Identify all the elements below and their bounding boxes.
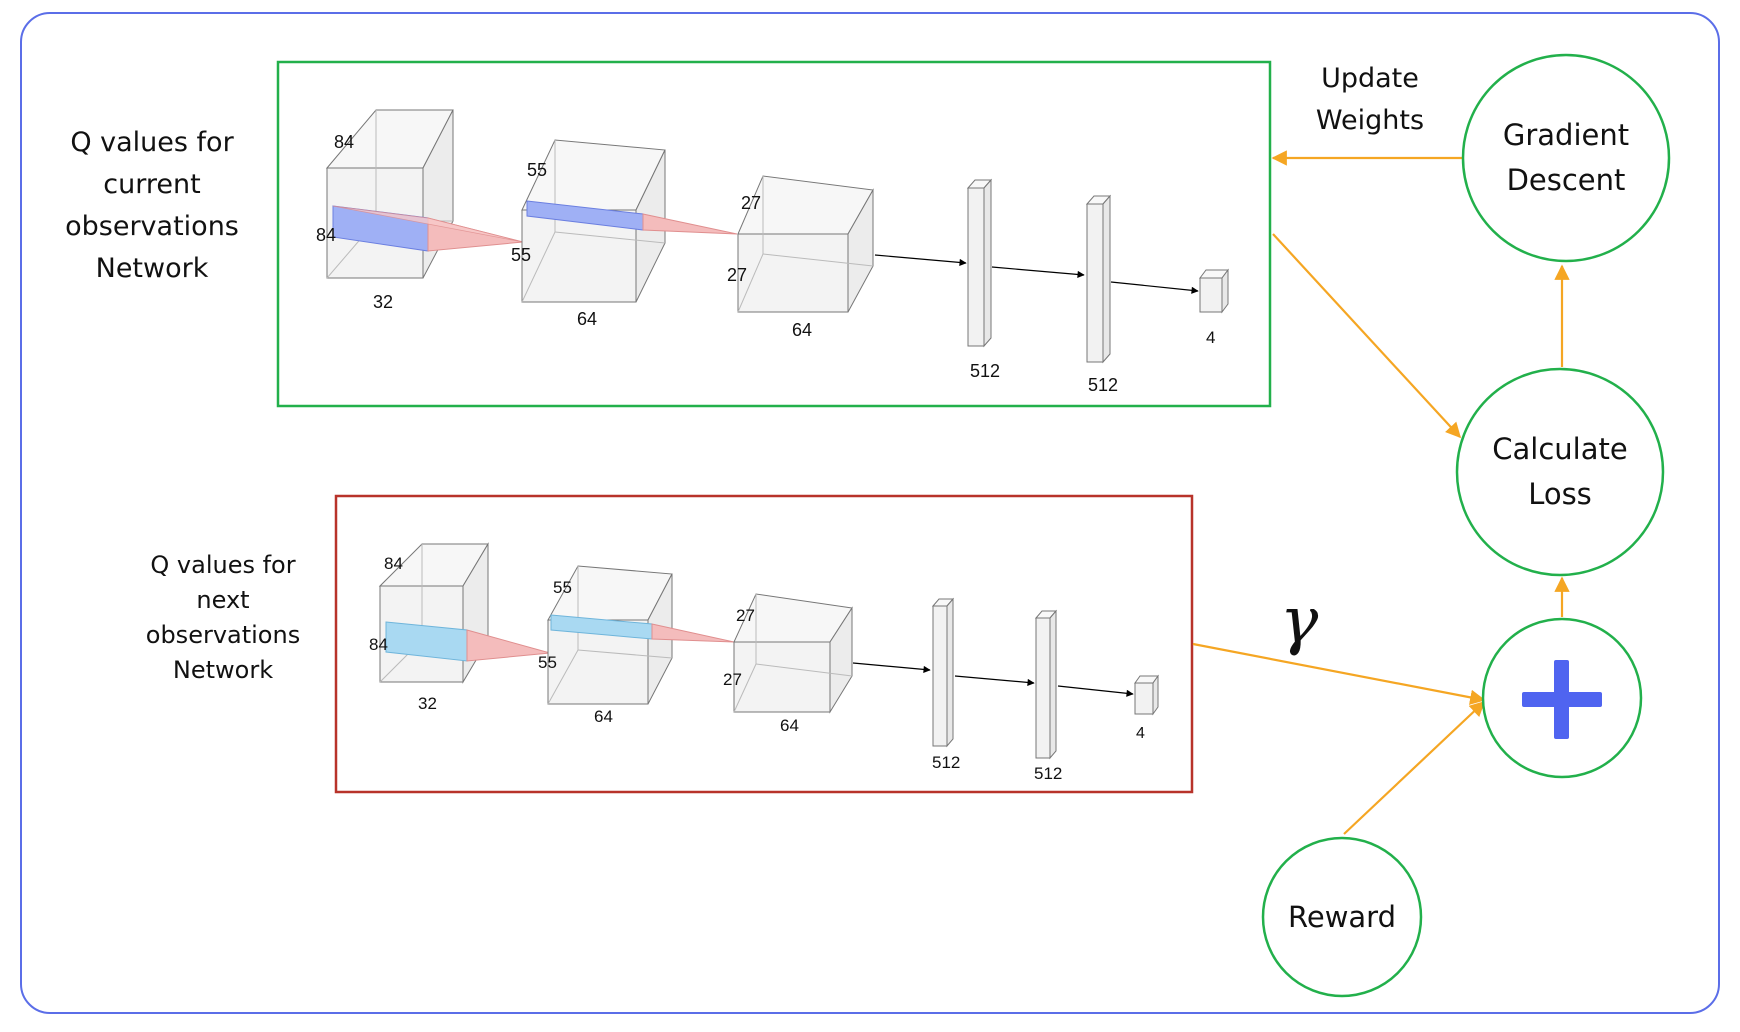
current-l3-height: 27 [741, 193, 761, 213]
gradient-descent-text: Gradient Descent [1466, 108, 1666, 208]
current-network-label: Q values for current observations Networ… [42, 122, 262, 290]
gradient-descent-line-2: Descent [1506, 163, 1626, 197]
current-flow-arrow-1 [874, 254, 967, 267]
current-l2-width: 55 [511, 245, 531, 265]
next-l2-width: 55 [538, 653, 557, 672]
current-flow-arrow-3 [1110, 281, 1199, 294]
current-l1-height: 84 [334, 132, 354, 152]
next-l1-depth: 32 [418, 694, 437, 713]
current-l2-height: 55 [527, 160, 547, 180]
current-network-box [276, 60, 1272, 408]
plus-icon [1522, 660, 1602, 739]
current-dense-1 [966, 178, 993, 348]
current-output-4 [1199, 268, 1229, 314]
current-l3-width: 27 [727, 265, 747, 285]
next-l1-height: 84 [384, 554, 403, 573]
current-layer-3-cube [737, 175, 874, 313]
arrow-reward-to-plus [1343, 700, 1486, 835]
current-l2-depth: 64 [577, 309, 597, 329]
next-l2-depth: 64 [594, 707, 613, 726]
next-l2-height: 55 [553, 578, 572, 597]
gradient-descent-line-1: Gradient [1502, 118, 1630, 152]
diagram-frame [20, 12, 1720, 1014]
next-network-label: Q values for next observations Network [118, 548, 328, 688]
arrow-network-to-loss [1272, 233, 1462, 439]
next-flow-arrow-2 [954, 675, 1035, 687]
calculate-loss-line-2: Loss [1528, 477, 1592, 511]
next-dense1-label: 512 [932, 753, 960, 772]
next-layer-1-kernel [385, 621, 551, 662]
current-l1-depth: 32 [373, 292, 393, 312]
gamma-symbol: γ [1280, 584, 1319, 658]
calculate-loss-node [1455, 367, 1665, 577]
current-layer-2-kernel [526, 200, 738, 235]
next-dense2-label: 512 [1034, 764, 1062, 783]
next-output-label: 4 [1136, 725, 1145, 742]
current-label-line-3: observations [65, 211, 239, 242]
current-dense1-label: 512 [970, 361, 1000, 381]
next-layer-2-kernel [550, 614, 735, 643]
next-layer-3-cube [733, 593, 853, 714]
gradient-descent-node [1461, 53, 1671, 263]
next-label-line-1: Q values for [150, 551, 296, 579]
update-weights-line-1: Update [1321, 63, 1419, 94]
current-dense-2 [1085, 194, 1112, 364]
next-l3-width: 27 [723, 670, 742, 689]
next-network-diagram: 84 84 32 55 55 64 27 27 64 512 512 4 [369, 542, 1159, 783]
next-l3-depth: 64 [780, 716, 799, 735]
next-flow-arrow-1 [852, 662, 931, 673]
update-weights-line-2: Weights [1315, 105, 1425, 136]
next-l3-height: 27 [736, 606, 755, 625]
current-dense2-label: 512 [1088, 375, 1118, 395]
update-weights-label: Update Weights [1290, 58, 1450, 142]
reward-text: Reward [1288, 899, 1396, 934]
current-label-line-2: current [103, 169, 201, 200]
current-layer-1-kernel [332, 205, 524, 252]
next-l1-width: 84 [369, 635, 388, 654]
next-network-box [334, 494, 1194, 794]
calculate-loss-line-1: Calculate [1492, 432, 1628, 466]
next-label-line-4: Network [172, 656, 274, 684]
current-l3-depth: 64 [792, 320, 812, 340]
next-label-line-3: observations [145, 621, 301, 649]
current-label-line-4: Network [95, 253, 209, 284]
reward-node [1261, 836, 1423, 998]
next-flow-arrow-3 [1057, 685, 1134, 697]
current-flow-arrow-2 [991, 266, 1085, 279]
next-dense-1 [931, 597, 955, 748]
current-network-diagram: 84 84 32 55 55 64 27 27 64 512 512 4 [316, 109, 1229, 395]
next-output-4 [1134, 674, 1159, 716]
next-dense-2 [1034, 609, 1058, 760]
current-l1-width: 84 [316, 225, 336, 245]
next-label-line-2: next [196, 586, 250, 614]
current-output-label: 4 [1206, 328, 1215, 347]
current-label-line-1: Q values for [70, 127, 234, 158]
arrow-next-network-to-plus [1192, 642, 1486, 705]
calculate-loss-text: Calculate Loss [1460, 422, 1660, 522]
